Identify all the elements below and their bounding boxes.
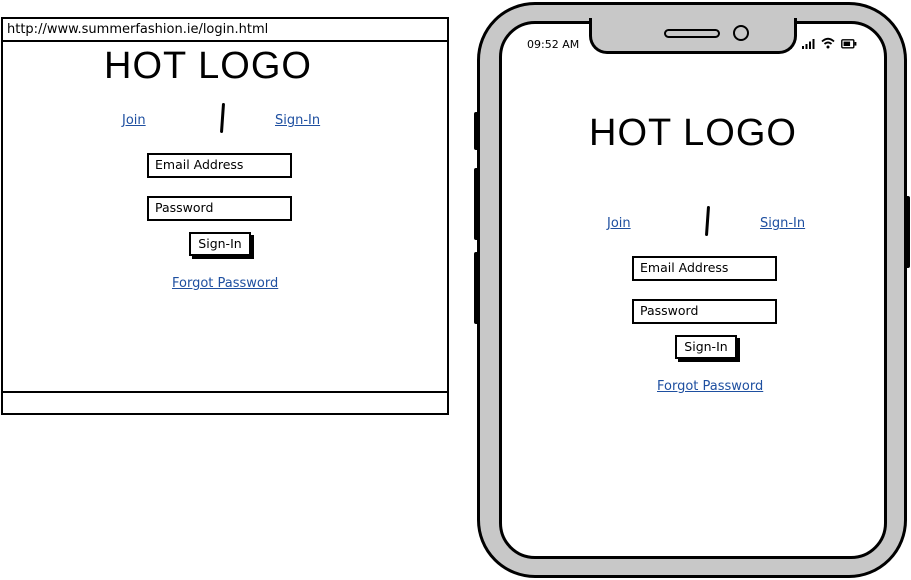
phone-power-button	[905, 196, 910, 268]
browser-status-bar	[3, 391, 447, 413]
phone-screen	[499, 21, 887, 559]
url-bar[interactable]: http://www.summerfashion.ie/login.html	[3, 19, 447, 42]
signal-icon	[802, 39, 815, 49]
mobile-signin-link[interactable]: Sign-In	[760, 216, 806, 231]
desktop-email-field[interactable]: Email Address	[147, 153, 292, 178]
desktop-signin-button[interactable]: Sign-In	[189, 232, 251, 256]
wifi-icon	[821, 37, 835, 49]
speaker-icon	[664, 29, 720, 38]
mobile-forgot-password-link[interactable]: Forgot Password	[657, 379, 764, 394]
battery-icon	[841, 39, 857, 49]
phone-volume-up-button	[474, 168, 479, 240]
url-text: http://www.summerfashion.ie/login.html	[7, 22, 269, 37]
mobile-join-link[interactable]: Join	[607, 216, 631, 231]
mobile-logo: HOT LOGO	[589, 112, 797, 154]
desktop-password-field[interactable]: Password	[147, 196, 292, 221]
camera-icon	[733, 25, 749, 41]
desktop-signin-link[interactable]: Sign-In	[275, 113, 321, 128]
mobile-signin-button[interactable]: Sign-In	[675, 335, 737, 359]
phone-mute-button	[474, 112, 479, 150]
desktop-join-link[interactable]: Join	[122, 113, 146, 128]
desktop-forgot-password-link[interactable]: Forgot Password	[172, 276, 279, 291]
phone-volume-down-button	[474, 252, 479, 324]
status-time: 09:52 AM	[527, 38, 580, 51]
desktop-logo: HOT LOGO	[104, 45, 312, 87]
mobile-password-field[interactable]: Password	[632, 299, 777, 324]
mobile-email-field[interactable]: Email Address	[632, 256, 777, 281]
